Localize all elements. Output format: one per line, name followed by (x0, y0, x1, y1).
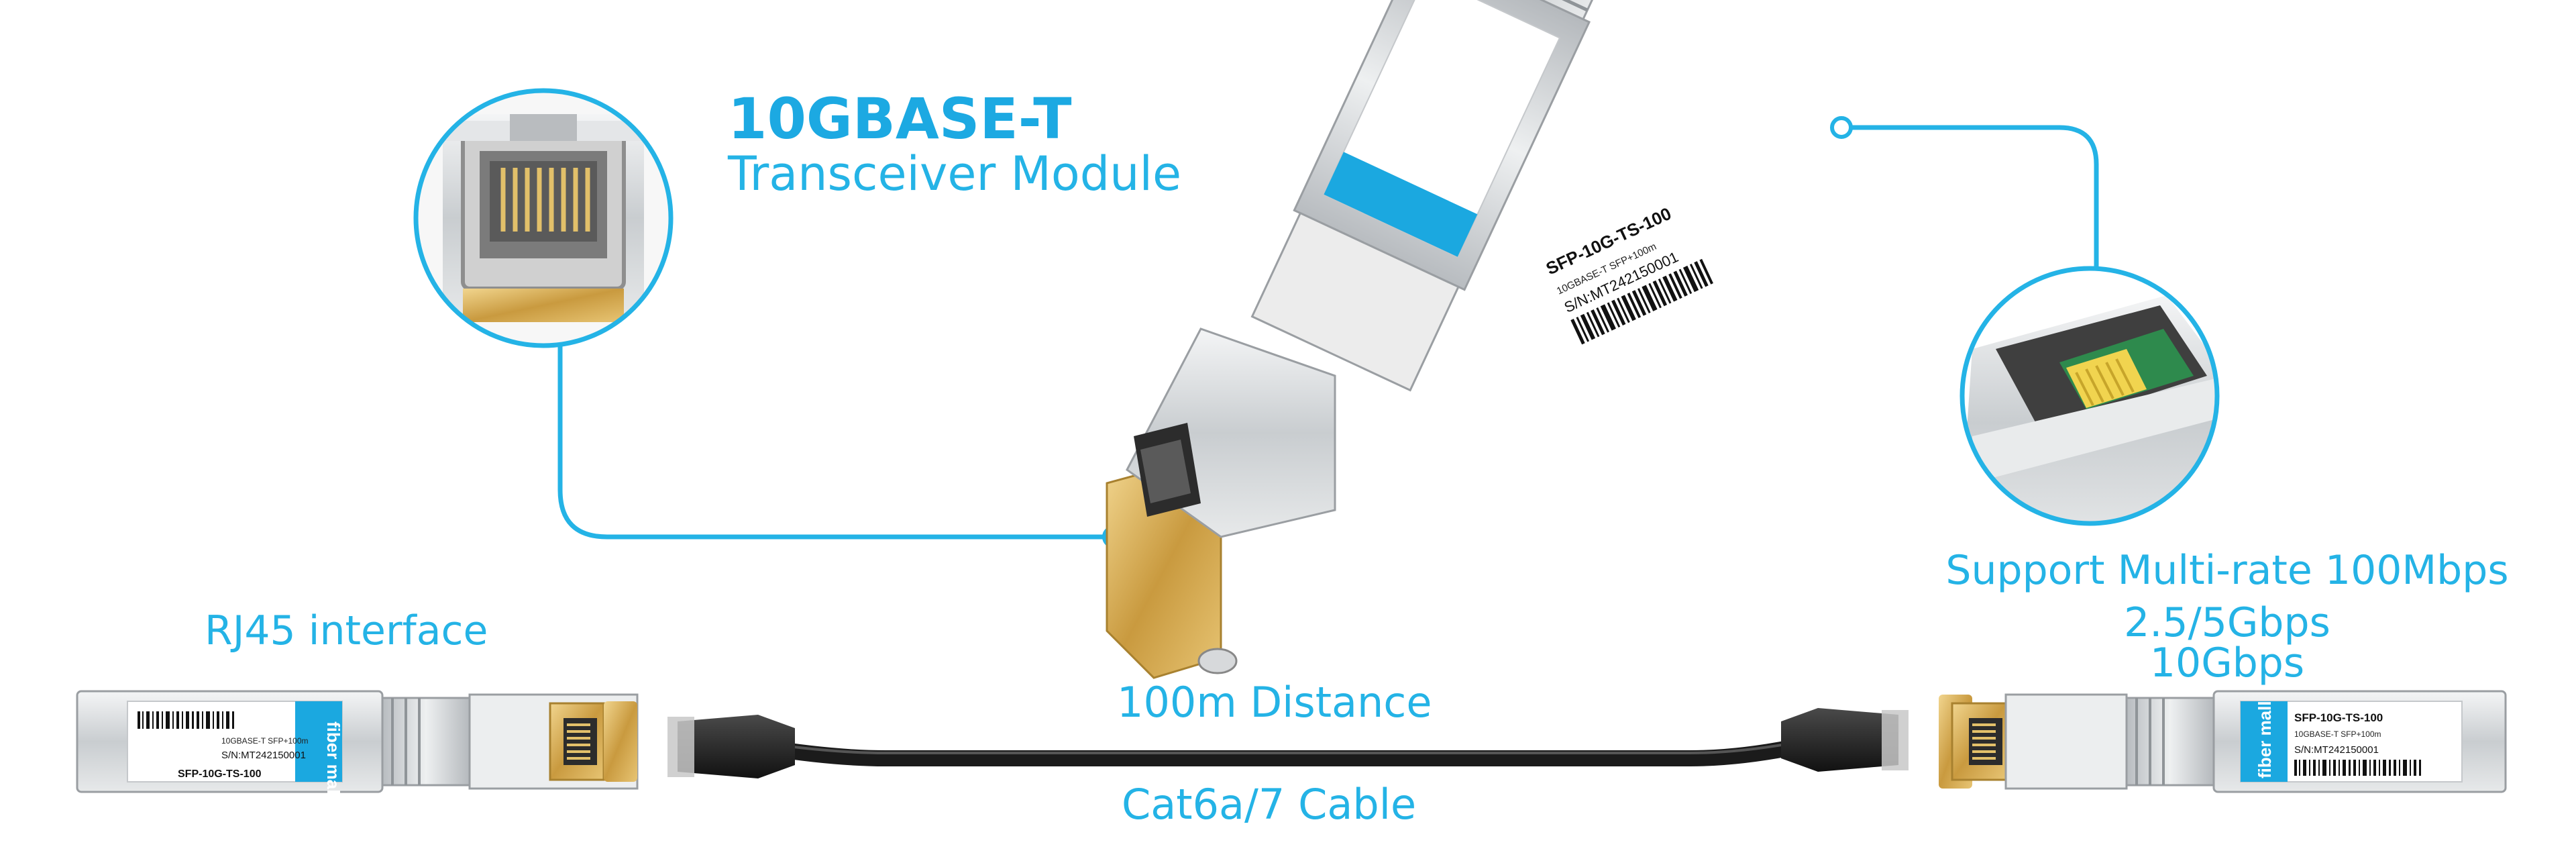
multi-rate-line-3: 10Gbps (2149, 640, 2305, 687)
rj45-interface-label: RJ45 interface (205, 607, 488, 654)
distance-label: 100m Distance (1117, 678, 1432, 727)
left-module-brand: fiber mall (323, 721, 343, 799)
svg-text:10GBASE-T SFP+100m: 10GBASE-T SFP+100m (221, 736, 309, 746)
svg-text:SFP-10G-TS-100: SFP-10G-TS-100 (178, 768, 262, 780)
svg-text:S/N:MT242150001: S/N:MT242150001 (2294, 744, 2379, 756)
main-module-brand: fiber mall (1487, 227, 1544, 317)
multi-rate-line-1: Support Multi-rate 100Mbps (1945, 547, 2509, 594)
rj45-port-closeup (413, 88, 674, 348)
callout-line-right (1841, 125, 2099, 268)
callout-line-left (557, 346, 1114, 540)
sfp-module-right: fiber mall SFP-10G-TS-100 10GBASE-T SFP+… (1939, 690, 2507, 793)
cat6a-cable (667, 708, 1909, 778)
callout-dot-right (1830, 116, 1853, 139)
product-title: 10GBASE-T (728, 86, 1072, 152)
main-module-label: SFP-10G-TS-100 10GBASE-T SFP+100m S/N:MT… (1543, 203, 1713, 345)
product-subtitle: Transceiver Module (728, 146, 1182, 201)
pcb-closeup (1960, 266, 2220, 526)
main-module-rj45-end (1106, 327, 1336, 679)
sfp-module-main (1250, 0, 1633, 392)
plug-left (678, 715, 795, 778)
svg-text:S/N:MT242150001: S/N:MT242150001 (221, 750, 306, 761)
plug-right (1781, 708, 1898, 772)
sfp-module-left: fiber mall 10GBASE-T SFP+100m S/N:MT2421… (76, 690, 639, 799)
svg-text:10GBASE-T SFP+100m: 10GBASE-T SFP+100m (2294, 729, 2381, 739)
right-module-brand: fiber mall (2255, 701, 2275, 778)
cable-label: Cat6a/7 Cable (1122, 780, 1417, 829)
multi-rate-line-2: 2.5/5Gbps (2124, 599, 2330, 646)
svg-text:SFP-10G-TS-100: SFP-10G-TS-100 (2294, 711, 2383, 724)
